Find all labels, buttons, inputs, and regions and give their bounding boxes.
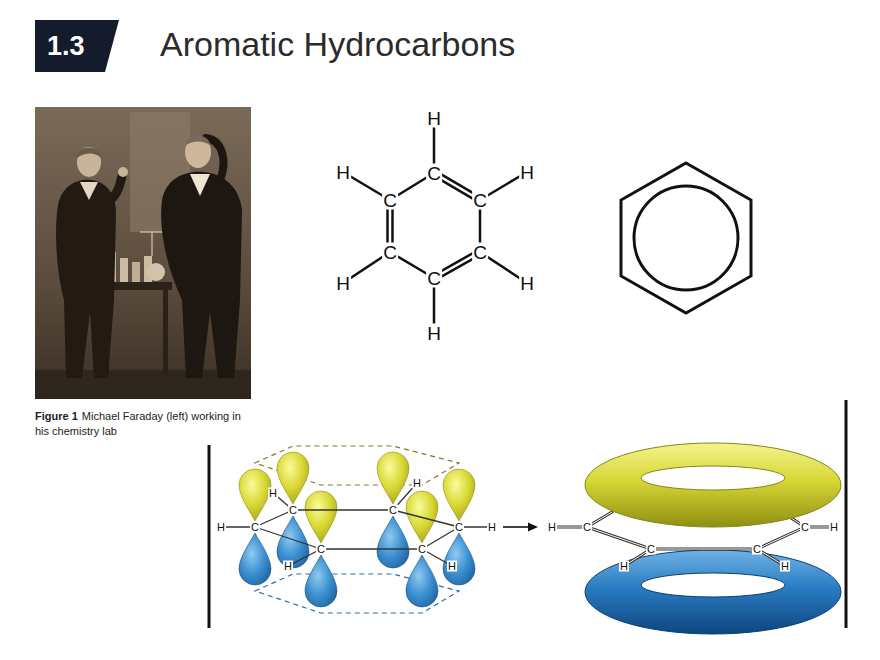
- faraday-engraving-part: [147, 263, 165, 281]
- figure-caption: Figure 1Michael Faraday (left) working i…: [35, 409, 253, 439]
- benzene-ring-symbol: [621, 163, 751, 313]
- p-orbital-diagram-part-part: [321, 548, 422, 549]
- faraday-engraving-part: [151, 232, 152, 256]
- faraday-engraving-part: [35, 107, 251, 399]
- arrow-symbol-part: [528, 523, 538, 532]
- pi-electron-cloud-part: [585, 443, 841, 527]
- section-number: 1.3: [35, 20, 85, 72]
- p-orbital-diagram-part: [443, 469, 475, 521]
- p-orbital-diagram-part: [305, 555, 337, 607]
- atom-symbol: H: [412, 478, 422, 489]
- atom-symbol: H: [268, 488, 278, 499]
- atom-symbol: H: [519, 163, 535, 182]
- box-outline: [35, 20, 119, 72]
- atom-symbol: H: [519, 274, 535, 293]
- p-orbital-diagram-part: [239, 533, 271, 585]
- atom-symbol: C: [472, 191, 488, 210]
- atom-symbol: H: [547, 522, 557, 533]
- atom-symbol: H: [487, 522, 497, 533]
- atom-symbol: C: [426, 164, 442, 183]
- kekule-bonds: [343, 118, 527, 333]
- bracket-bar-part: [208, 445, 211, 628]
- pi-electron-cloud-part-part: [757, 527, 805, 549]
- atom-symbol: C: [250, 522, 260, 533]
- atom-symbol: C: [388, 505, 398, 516]
- p-orbital-diagram: [221, 446, 492, 613]
- section-number-box: 1.3: [35, 20, 119, 72]
- atom-symbol: C: [417, 544, 427, 555]
- faraday-engraving-part: [132, 262, 140, 282]
- pi-electron-cloud-part-part: [651, 549, 757, 550]
- pi-electron-cloud-part: [552, 527, 834, 566]
- p-orbital-diagram-part: [239, 469, 271, 521]
- atom-symbol: H: [426, 109, 442, 128]
- arrow-symbol: [503, 523, 538, 532]
- p-orbital-diagram-part: [377, 452, 409, 504]
- atom-symbol: H: [426, 324, 442, 343]
- faraday-engraving-part: [77, 147, 101, 177]
- p-orbital-diagram-part-part: [293, 509, 393, 510]
- p-orbital-diagram-part: [377, 516, 409, 568]
- figure-number: Figure 1: [35, 410, 78, 422]
- p-orbital-diagram-part: [277, 516, 309, 568]
- atom-symbol: H: [216, 522, 226, 533]
- faraday-engraving-part: [118, 167, 128, 177]
- arrow-symbol-part: [503, 526, 530, 528]
- faraday-engraving-part: [120, 258, 128, 282]
- faraday-engraving-part: [163, 290, 168, 376]
- faraday-engraving-part: [80, 182, 98, 200]
- faraday-engraving-part: [110, 176, 122, 200]
- atom-symbol: H: [780, 561, 790, 572]
- faraday-engraving-part: [77, 148, 101, 159]
- p-orbital-diagram-part: [221, 483, 492, 566]
- atom-symbol: C: [316, 544, 326, 555]
- atom-symbol: C: [288, 505, 298, 516]
- atom-symbol: H: [829, 522, 839, 533]
- p-orbital-diagram-part: [443, 533, 475, 585]
- faraday-engraving-part: [161, 172, 242, 378]
- atom-symbol: C: [752, 544, 762, 555]
- faraday-engraving-part: [190, 174, 210, 196]
- faraday-engraving-part: [185, 136, 211, 168]
- atom-symbol: H: [283, 561, 293, 572]
- benzene-ring-symbol-part: [621, 163, 751, 313]
- faraday-engraving: [35, 107, 251, 399]
- atom-symbol: H: [335, 274, 351, 293]
- atom-symbol: H: [447, 561, 457, 572]
- atom-symbol: C: [382, 191, 398, 210]
- bracket-bar-part: [845, 400, 848, 628]
- atom-symbol: C: [472, 243, 488, 262]
- atom-symbol: H: [619, 561, 629, 572]
- page-title: Aromatic Hydrocarbons: [160, 25, 515, 64]
- pi-electron-cloud-part: [552, 527, 834, 566]
- faraday-engraving-part: [56, 180, 116, 378]
- p-orbital-diagram-part-part: [255, 527, 321, 549]
- p-orbital-diagram-part: [406, 555, 438, 607]
- bracket-bar: [209, 400, 846, 628]
- pi-electron-cloud-part-part: [757, 527, 805, 549]
- faraday-engraving-part: [185, 136, 211, 147]
- pi-electron-cloud: [552, 443, 841, 634]
- atom-symbol: C: [426, 269, 442, 288]
- benzene-ring-symbol-part: [634, 186, 738, 290]
- atom-symbol: C: [800, 522, 810, 533]
- p-orbital-diagram-part-part: [393, 510, 459, 527]
- p-orbital-diagram-part: [277, 452, 309, 504]
- atom-symbol: H: [335, 163, 351, 182]
- pi-electron-cloud-part-part: [587, 527, 651, 549]
- pi-electron-cloud-part: [585, 550, 841, 634]
- atom-symbol: C: [582, 522, 592, 533]
- atom-symbol: C: [646, 544, 656, 555]
- pi-electron-cloud-part-part: [587, 527, 651, 549]
- atom-symbol: C: [454, 522, 464, 533]
- atom-symbol: C: [382, 243, 398, 262]
- pi-electron-cloud-part-part: [651, 548, 757, 551]
- p-orbital-diagram-part: [305, 491, 337, 543]
